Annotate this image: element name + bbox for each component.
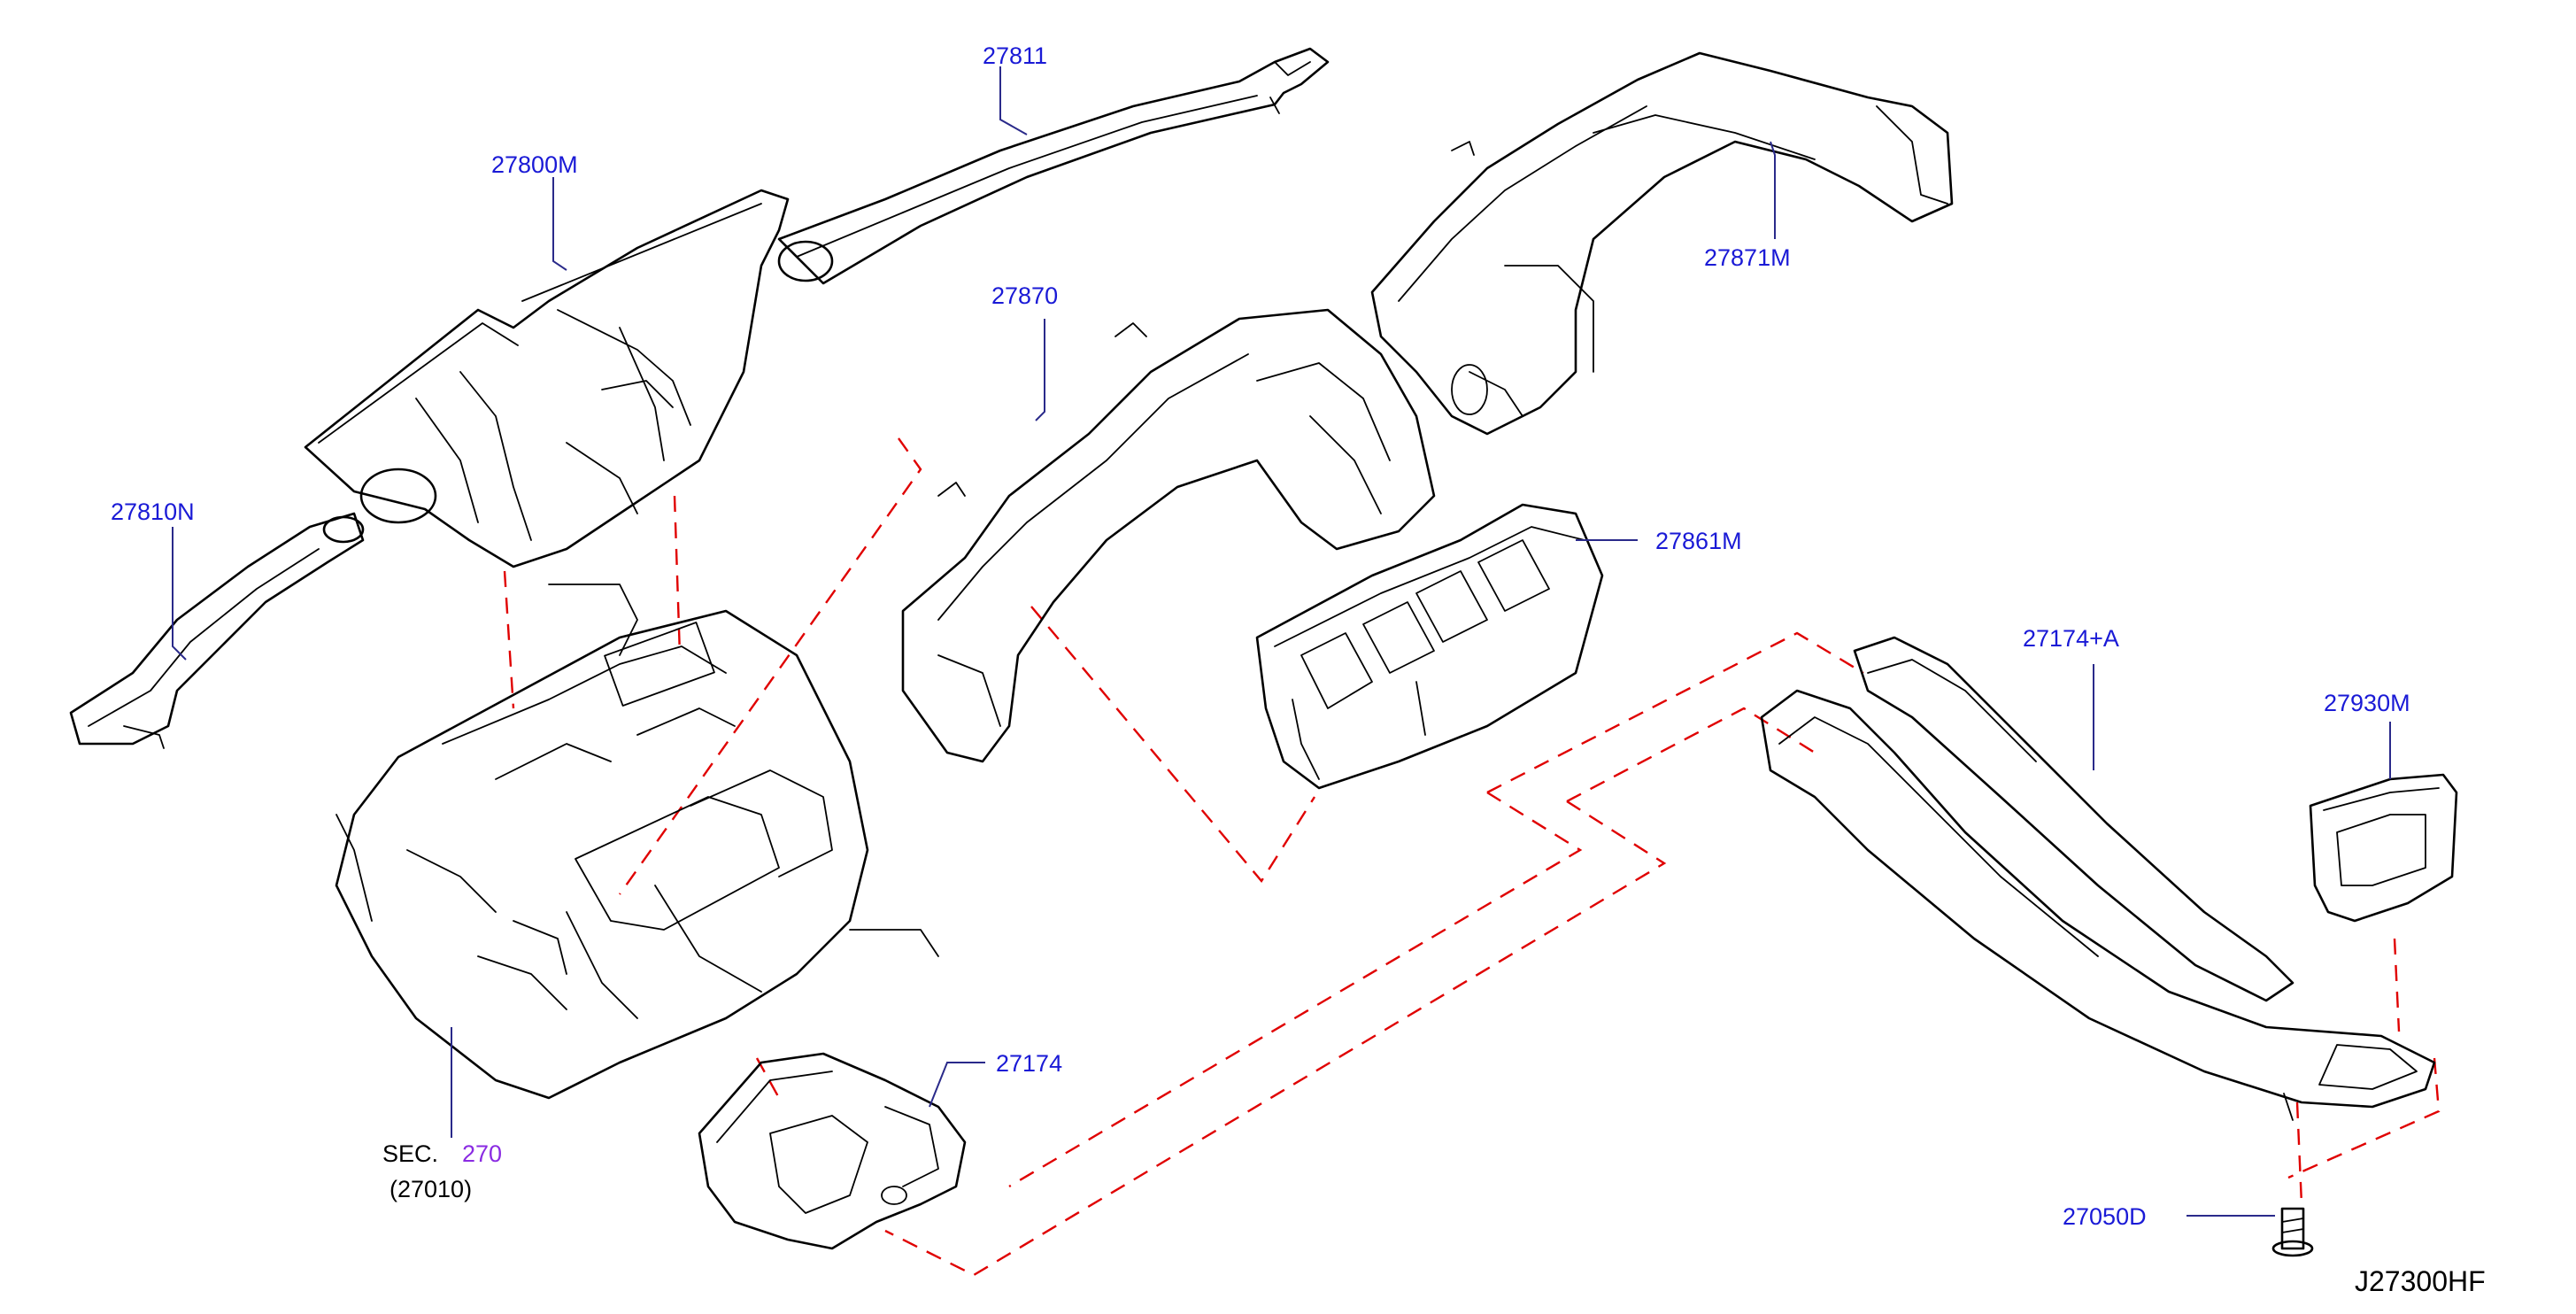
part-27930M-vent[interactable] [2309,773,2458,923]
part-27871M-duct[interactable] [1370,51,1954,436]
label-27050D: 27050D [2063,1203,2147,1230]
label-27871M: 27871M [1704,244,1791,271]
label-sec-prefix: SEC. [382,1140,438,1167]
leader-lines [172,66,2391,1217]
part-27861M-center-vent[interactable] [1255,503,1604,790]
part-27810N-side-duct[interactable] [69,512,365,749]
label-27174: 27174 [996,1050,1062,1077]
part-27050D-screw[interactable] [2271,1207,2314,1257]
part-27174A-floor-duct[interactable] [1760,636,2436,1121]
label-27861M: 27861M [1655,528,1742,554]
label-27930M: 27930M [2324,690,2410,716]
part-heater-unit-27010[interactable] [335,584,939,1100]
label-27800M: 27800M [491,151,578,178]
part-27811-duct[interactable] [777,47,1330,285]
label-27811: 27811 [983,43,1047,69]
label-sec-sub: (27010) [389,1176,472,1202]
label-27810N: 27810N [111,499,195,525]
label-27870: 27870 [991,282,1058,309]
part-27800M-defroster-nozzle[interactable] [304,189,790,568]
part-27174-lower-duct[interactable] [698,1052,967,1250]
label-27174A: 27174+A [2023,625,2119,652]
drawing-code: J27300HF [2355,1265,2486,1297]
part-27870-center-duct[interactable] [901,308,1436,763]
label-sec-number[interactable]: 270 [462,1140,502,1167]
assembly-dashed-lines [503,437,2441,1277]
label-sec-270: SEC. 270 (27010) [382,1140,502,1202]
